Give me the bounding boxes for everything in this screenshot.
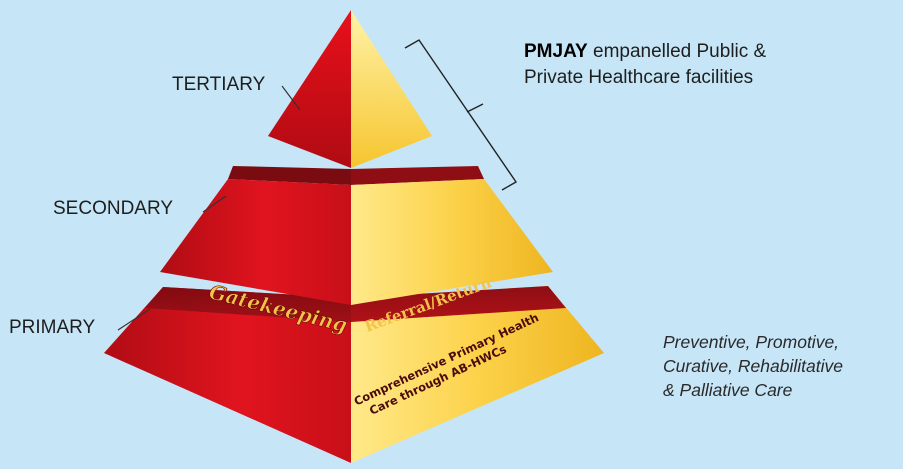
- pmjay-line-1: PMJAY empanelled Public &: [524, 39, 766, 65]
- primary-right-face: [351, 286, 604, 463]
- tertiary-label: TERTIARY: [172, 74, 266, 95]
- pmjay-annotation: PMJAY empanelled Public & Private Health…: [524, 39, 766, 91]
- pmjay-bold: PMJAY: [524, 41, 588, 62]
- care-line-2: Curative, Rehabilitative: [663, 356, 843, 376]
- care-types-annotation: Preventive, Promotive, Curative, Rehabil…: [663, 330, 843, 402]
- primary-leader-line: [117, 308, 151, 331]
- tertiary-left-face: [268, 10, 351, 168]
- secondary-leader-line: [202, 195, 227, 213]
- tertiary-leader-line: [281, 85, 301, 111]
- secondary-tier: [160, 166, 553, 305]
- pmjay-line-2: Private Healthcare facilities: [524, 67, 754, 88]
- secondary-left-face: [160, 179, 351, 305]
- tertiary-tier: [268, 10, 432, 168]
- pmjay-line-1-rest: empanelled Public &: [587, 41, 767, 62]
- secondary-band-right: [351, 166, 484, 185]
- primary-left-face: [104, 287, 351, 463]
- pmjay-bracket-tick: [466, 103, 484, 113]
- care-line-3: & Palliative Care: [663, 380, 793, 400]
- secondary-label: SECONDARY: [53, 198, 174, 219]
- care-line-1: Preventive, Promotive,: [663, 332, 840, 352]
- secondary-right-face: [351, 179, 553, 305]
- primary-label: PRIMARY: [9, 317, 96, 338]
- secondary-band-left: [228, 166, 351, 185]
- tertiary-right-face: [351, 10, 432, 168]
